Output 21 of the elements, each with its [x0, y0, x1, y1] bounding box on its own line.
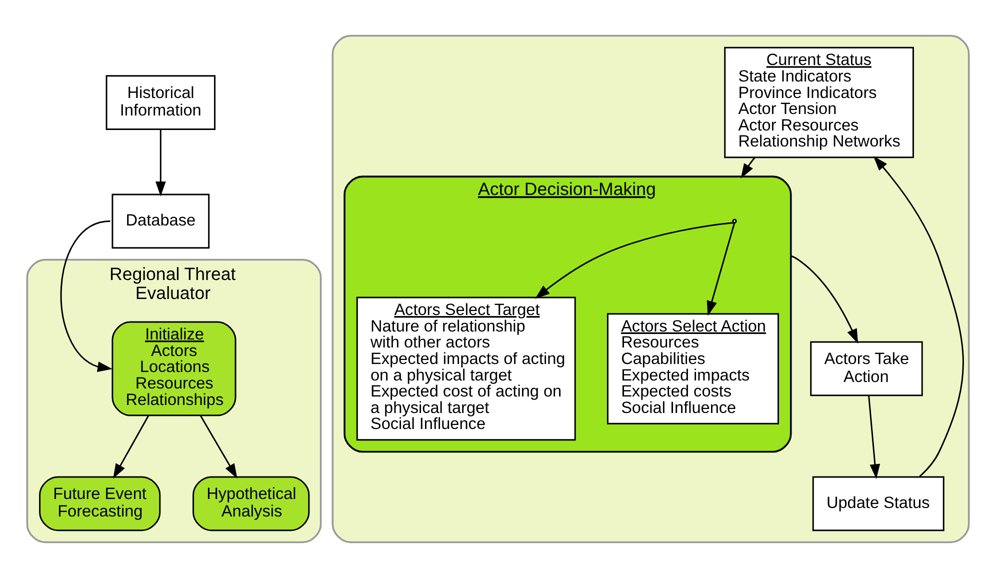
node-box: Hypothetical Analysis — [192, 476, 310, 531]
node-box: Initialize Actors Locations Resources Relationships — [111, 320, 236, 416]
node-box: Actors Select Target Nature of relationship with other actors Expected impacts of acting on a physical target Expected cost of acting on a physical target Social Influence — [356, 296, 576, 440]
arrow — [706, 222, 735, 316]
arrow — [112, 414, 149, 478]
node-box: Update Status — [812, 476, 944, 531]
arrow — [872, 156, 964, 476]
node-box: Database — [111, 193, 210, 248]
node-box: Actors Take Action — [810, 340, 922, 396]
arrow — [868, 395, 880, 479]
node-box: Future Event Forecasting — [38, 476, 160, 531]
arrow — [199, 414, 237, 478]
arrow — [60, 220, 112, 372]
arrow — [790, 254, 858, 344]
node-box: Actors Select Action Resources Capabilities Expected impacts Expected costs Social Influence — [606, 312, 779, 424]
arrow — [740, 156, 755, 178]
node-box: Historical Information — [105, 74, 215, 130]
cluster — [331, 34, 970, 543]
arrow — [154, 129, 166, 196]
arrow — [534, 222, 734, 298]
node-box: Current Status State Indicators Province Indicators Actor Tension Actor Resources Relationship Networks — [724, 46, 914, 158]
